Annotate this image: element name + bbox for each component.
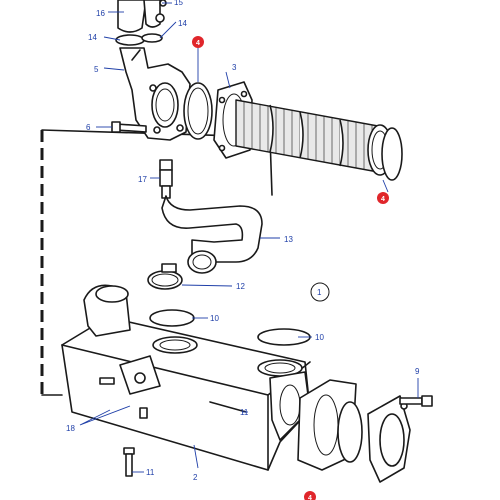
- o-ring-end: [381, 127, 403, 181]
- bolt-9: [399, 395, 433, 407]
- nipple-17: [159, 159, 173, 199]
- end-cover: [367, 395, 411, 483]
- drain-bolt-11: [123, 447, 135, 477]
- callout-18: 18: [66, 424, 75, 433]
- callout-10-right: 10: [315, 333, 324, 342]
- callout-10-left: 10: [210, 314, 219, 323]
- heat-exchanger-core: [235, 99, 393, 176]
- callout-2: 2: [193, 473, 198, 482]
- svg-text:4: 4: [381, 196, 385, 203]
- elbow-connector: [119, 47, 191, 141]
- callout-11-upper: 11: [240, 408, 249, 417]
- leader-lines: [79, 2, 419, 473]
- callout-14-left: 14: [88, 33, 97, 42]
- upper-hose: [115, 0, 167, 46]
- callout-16: 16: [96, 9, 105, 18]
- callout-12: 12: [236, 282, 245, 291]
- badge-4-right: 4: [377, 192, 389, 204]
- callout-5: 5: [94, 65, 99, 74]
- callout-11-lower: 11: [146, 468, 155, 477]
- callout-3: 3: [232, 63, 237, 72]
- callout-9: 9: [415, 367, 420, 376]
- callout-17: 17: [138, 175, 147, 184]
- callout-15: 15: [174, 0, 183, 7]
- hose-13: [161, 195, 263, 274]
- svg-text:1: 1: [317, 288, 322, 297]
- o-ring-10-left: [149, 309, 195, 327]
- callout-labels: 16 15 14 14 5 6 3 17 13 12 10 10 11 18 1…: [66, 0, 420, 482]
- badge-4-top: 4: [192, 36, 204, 48]
- svg-text:4: 4: [308, 495, 312, 500]
- callout-14-right: 14: [178, 19, 187, 28]
- callout-6: 6: [86, 123, 91, 132]
- svg-text:4: 4: [196, 40, 200, 47]
- bolt-6: [111, 121, 147, 133]
- callout-1-circled: 1: [310, 282, 330, 302]
- callout-13: 13: [284, 235, 293, 244]
- o-ring-lower: [337, 401, 363, 463]
- badge-4-bottom: 4: [304, 491, 316, 500]
- hose-clamp-12: [147, 263, 183, 290]
- o-ring-upper: [183, 82, 213, 140]
- exchanger-housing: [61, 284, 311, 471]
